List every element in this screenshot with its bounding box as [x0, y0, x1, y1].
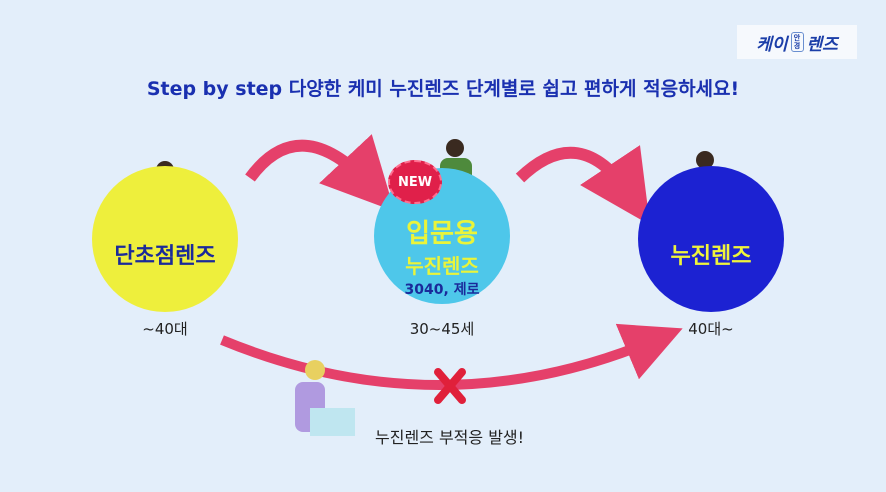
stage-progressive: 누진렌즈 [638, 166, 784, 312]
age-label: 40대~ [688, 320, 734, 338]
age-label: 30~45세 [409, 320, 475, 338]
logo-mini: 안경 [790, 32, 804, 52]
x-mark-icon [434, 368, 466, 404]
person-laptop-icon [295, 360, 355, 436]
warning-text: 누진렌즈 부적응 발생! [375, 428, 525, 447]
logo-text: 케이 [756, 34, 788, 55]
stage-sub: 3040, 제로 [404, 282, 480, 298]
stage-single-vision: 단초점렌즈 [92, 166, 238, 312]
arrow-stage2-to-stage3 [515, 145, 650, 225]
stage-label: 누진렌즈 [670, 244, 752, 269]
arrow-stage1-to-stage3 [220, 323, 683, 390]
page-title: Step by step 다양한 케미 누진렌즈 단계별로 쉽고 편하게 적응하… [146, 78, 740, 100]
stage-label: 입문용 [406, 219, 478, 249]
stage-label: 단초점렌즈 [114, 244, 216, 269]
logo-text: 렌즈 [806, 34, 838, 55]
new-badge: NEW [388, 160, 442, 204]
age-label: ~40대 [142, 320, 188, 338]
brand-logo: 케이 안경 렌즈 [737, 25, 857, 59]
stage-label: 누진렌즈 [405, 254, 479, 278]
arrow-stage1-to-stage2 [245, 134, 395, 212]
